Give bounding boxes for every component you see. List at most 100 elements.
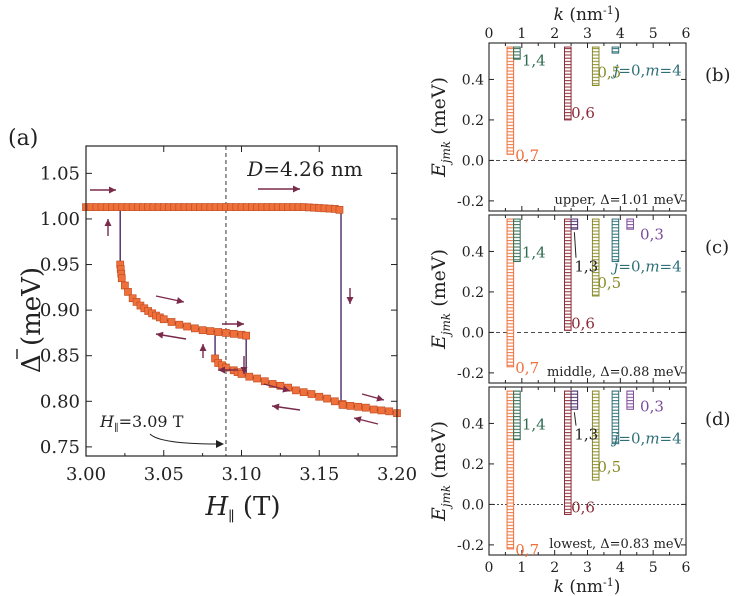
- a-arrow-14: [353, 416, 379, 425]
- a-ylabel-unit: (meV): [17, 267, 47, 354]
- a-annotation-d-sym: D: [246, 157, 263, 181]
- b-caption-sym: Δ: [600, 193, 609, 208]
- b-level-0-7: [506, 46, 515, 155]
- d-label-0-6: 0,6: [571, 499, 595, 517]
- d-caption: lowest, Δ=0.83 meV: [549, 537, 683, 552]
- d-level-1-3: [570, 390, 579, 410]
- a-point-s3: [362, 403, 370, 412]
- b-ytick-label: 0.2: [462, 113, 484, 129]
- a-point-s3: [354, 402, 362, 411]
- a-point-s1: [229, 329, 238, 338]
- c-level-0-6: [564, 218, 572, 331]
- a-point-s1: [191, 324, 199, 333]
- b-caption: upper, Δ=1.01 meV: [554, 193, 683, 208]
- a-point-s1: [183, 322, 191, 331]
- a-arrow-14-head: [354, 416, 362, 424]
- a-point-s1: [167, 318, 176, 326]
- d-xtick-label: 6: [682, 560, 691, 576]
- d-label-0-4: j=0,m=4: [611, 430, 682, 448]
- c-label-0-4: j=0,m=4: [611, 258, 682, 276]
- d-caption-text: lowest,: [549, 537, 600, 552]
- c-ylabel-sym: E: [428, 335, 450, 350]
- a-arrow-5-head: [176, 297, 184, 304]
- d-label-txt: =0,: [618, 430, 645, 448]
- d-ytick-label: 0.0: [462, 497, 484, 513]
- d-label-1-3: 1,3: [574, 426, 598, 444]
- d-ytick-label: -0.2: [457, 538, 484, 554]
- d-xtick-label: 0: [485, 560, 494, 576]
- d-level-0-5: [591, 390, 600, 481]
- a-point-s1: [175, 320, 184, 329]
- c-level-0-5: [591, 218, 600, 297]
- a-arrow-2: [258, 185, 300, 193]
- c-level-0-7: [506, 218, 515, 368]
- panel-label-a: (a): [8, 126, 38, 151]
- a-annotation-h-sub: ∥: [114, 422, 119, 434]
- d-label-0-5: 0,5: [597, 458, 621, 476]
- a-point-s2: [222, 363, 230, 372]
- c-ytick-label: -0.2: [457, 366, 484, 382]
- a-point-s1: [206, 327, 215, 335]
- d-ylabel-sub: jmk: [439, 485, 453, 510]
- d-ylabel-unit: (meV): [428, 421, 450, 485]
- b-xtick-label: 1: [517, 26, 526, 42]
- d-ytick-label: 0.2: [462, 457, 484, 473]
- b-xlabel-sym: k: [554, 5, 564, 25]
- b-label-end: =4: [660, 61, 682, 79]
- b-xtick-label: 2: [550, 26, 559, 42]
- c-level-0-4: [611, 218, 620, 263]
- a-arrow-13: [361, 393, 385, 402]
- a-arrow-2-head: [293, 185, 300, 193]
- a-point-s2: [330, 397, 339, 406]
- c-label-text: 0,6: [571, 314, 595, 332]
- a-point-s1: [121, 281, 129, 290]
- d-label-0-3: 0,3: [640, 397, 664, 415]
- a-point-s0: [335, 205, 344, 214]
- a-point-s1: [222, 329, 230, 337]
- b-xtick-label: 4: [616, 26, 625, 42]
- a-ylabel-sym: Δ: [17, 354, 47, 373]
- a-annotation-h-head: [216, 440, 224, 448]
- d-caption-sym: Δ: [600, 537, 609, 552]
- a-xlabel-sym: H: [204, 492, 229, 522]
- d-xlabel-close: ): [614, 577, 621, 596]
- a-annotation-h-curve: [149, 433, 219, 445]
- a-xtick-label: 3.10: [221, 464, 261, 485]
- b-label-0-7: 0,7: [515, 146, 539, 164]
- d-xlabel: k (nm-1): [554, 576, 621, 596]
- a-point-s2: [315, 392, 324, 401]
- a-arrow-9-head: [199, 344, 207, 351]
- a-ylabel: Δ (meV): [17, 267, 47, 373]
- b-label-text: 0,7: [515, 146, 539, 164]
- a-point-s3: [385, 407, 394, 416]
- b-ylabel-unit: (meV): [428, 77, 450, 141]
- c-ylabel-unit: (meV): [428, 249, 450, 313]
- a-annotation-d-val: =4.26 nm: [263, 157, 363, 181]
- a-arrow-11: [263, 383, 291, 393]
- a-point-s2: [276, 381, 285, 390]
- b-xtick-label: 6: [682, 26, 691, 42]
- a-arrow-12: [271, 403, 301, 411]
- a-annotation-h-sym: H: [99, 412, 115, 431]
- d-xtick-label: 3: [583, 560, 592, 576]
- a-point-s1: [124, 288, 132, 296]
- a-point-s1: [242, 331, 251, 340]
- b-label-text: 0,6: [571, 104, 595, 122]
- c-label-1-3-leader: [573, 232, 577, 258]
- c-label-m: m: [645, 258, 659, 276]
- d-label-text: 1,3: [574, 426, 598, 444]
- d-xtick-label: 2: [550, 560, 559, 576]
- a-xtick-label: 3.20: [377, 464, 417, 485]
- a-arrow-7: [222, 320, 244, 328]
- d-caption-val: =0.83 meV: [610, 537, 684, 552]
- a-point-s1: [198, 326, 207, 335]
- d-label-1-4: 1,4: [522, 416, 546, 434]
- b-ytick-label: 0.0: [462, 153, 484, 169]
- d-xlabel-sup: -1: [603, 576, 614, 589]
- a-arrow-10: [240, 356, 248, 374]
- b-ylabel-sub: jmk: [439, 141, 453, 166]
- a-point-s2: [268, 380, 277, 388]
- a-annotation-d: D=4.26 nm: [246, 157, 363, 181]
- b-xlabel-sup: -1: [603, 4, 614, 17]
